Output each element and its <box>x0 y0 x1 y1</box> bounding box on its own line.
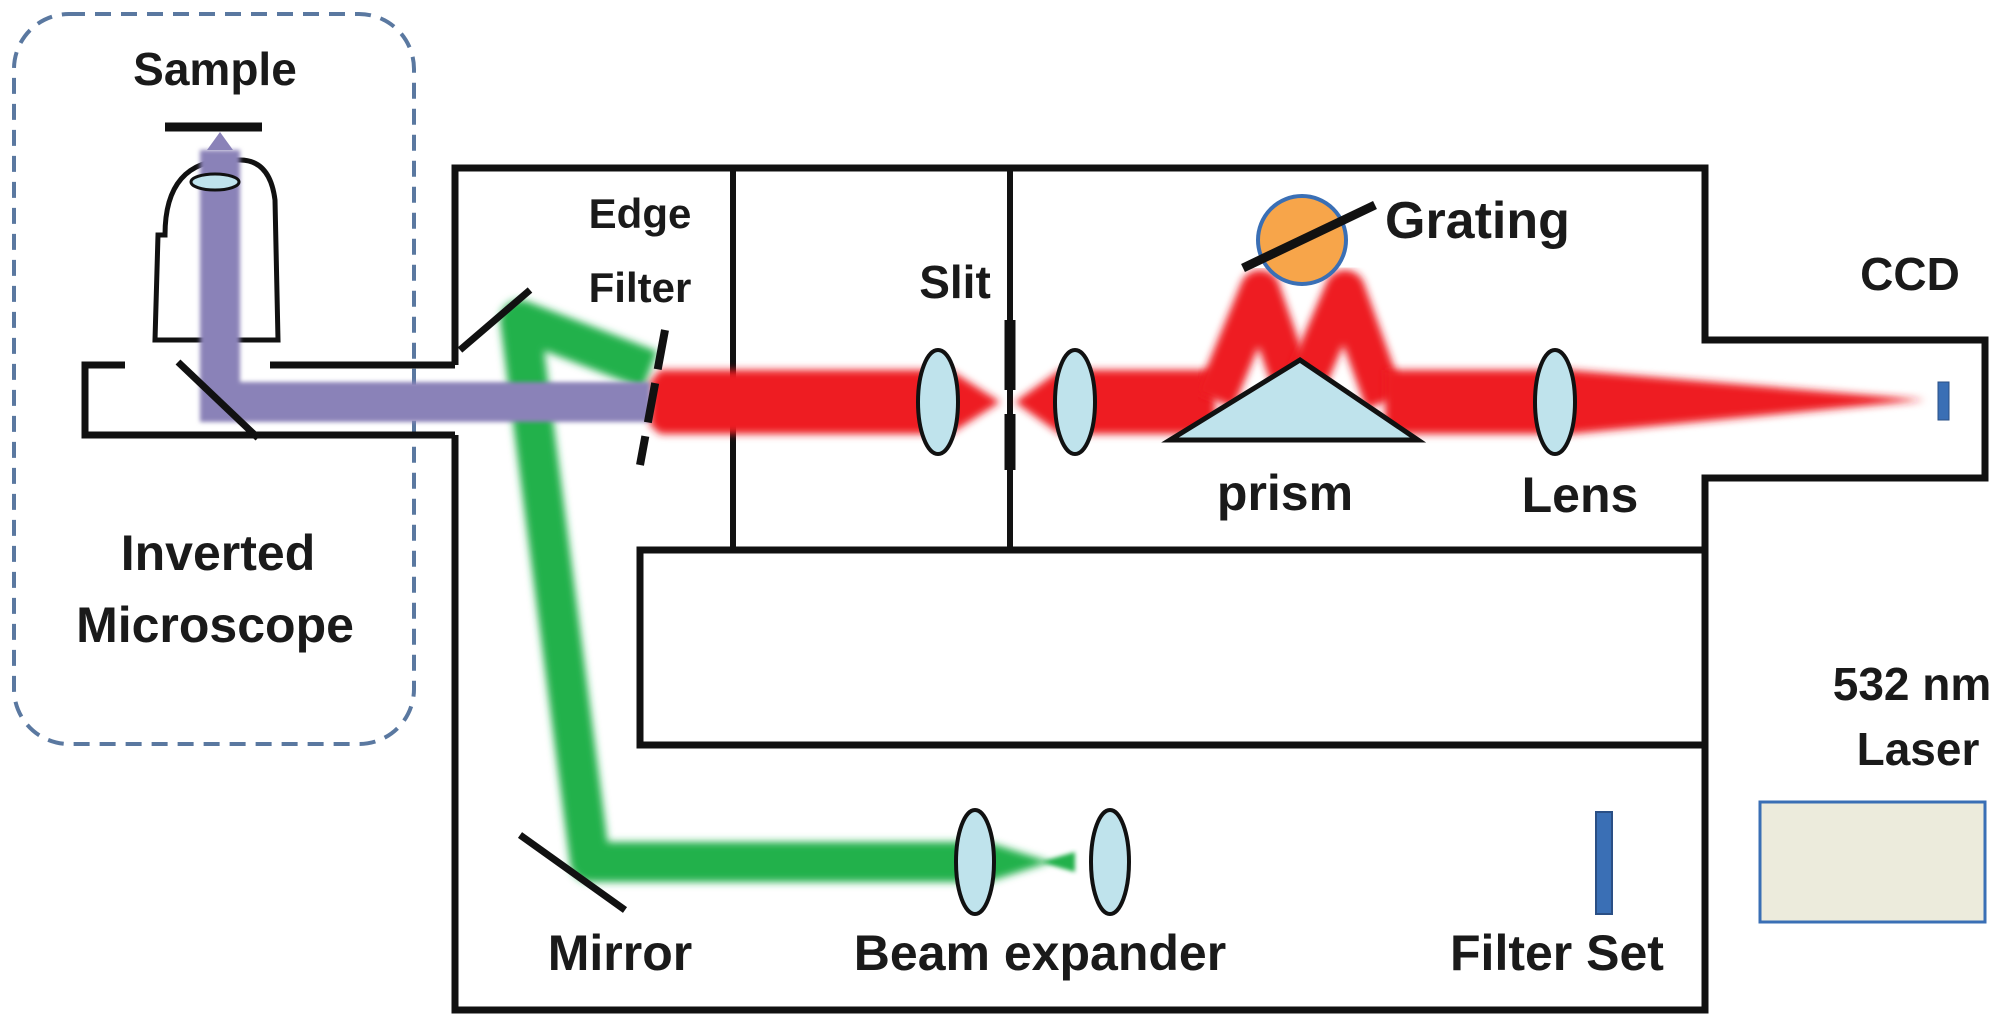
lens-label: Lens <box>1522 467 1639 523</box>
collimating-lens <box>916 348 960 456</box>
slit-lens <box>1053 348 1097 456</box>
mirror-label: Mirror <box>548 925 692 981</box>
slit-label: Slit <box>919 256 991 308</box>
prism <box>1161 357 1427 443</box>
focusing-lens <box>1533 348 1577 456</box>
sample-label: Sample <box>133 43 297 95</box>
filter-set-label: Filter Set <box>1450 925 1664 981</box>
raman-beam-path <box>650 270 1925 434</box>
beam-expander-lens-2 <box>1089 808 1131 916</box>
beam-expander-lens-1 <box>954 808 996 916</box>
microscope-dashed-outline <box>12 12 416 746</box>
grating-label: Grating <box>1385 192 1570 250</box>
microscope-label-line2: Microscope <box>76 597 354 653</box>
beam-expander-label: Beam expander <box>854 925 1226 981</box>
laser-box <box>1758 800 1987 924</box>
microscope-tube-outline <box>81 361 455 439</box>
prism-label: prism <box>1217 465 1353 521</box>
laser-label-line1: 532 nm <box>1833 658 1992 710</box>
laser-label-line2: Laser <box>1857 723 1980 775</box>
inner-partition-box <box>636 546 1709 749</box>
edge-filter <box>636 329 669 466</box>
filter-set <box>1595 811 1613 915</box>
microscope-label-line1: Inverted <box>121 525 316 581</box>
steering-mirror-top <box>457 287 533 353</box>
objective-inner-lens <box>189 172 241 192</box>
ccd-detector <box>1937 381 1950 421</box>
grating <box>1241 200 1377 273</box>
spectrometer-enclosure <box>451 164 1989 1014</box>
ccd-label: CCD <box>1860 248 1960 300</box>
edge-filter-label-line2: Filter <box>589 264 692 311</box>
edge-filter-label-line1: Edge <box>589 190 692 237</box>
microscope-mirror <box>175 359 261 441</box>
mirror <box>517 832 628 913</box>
